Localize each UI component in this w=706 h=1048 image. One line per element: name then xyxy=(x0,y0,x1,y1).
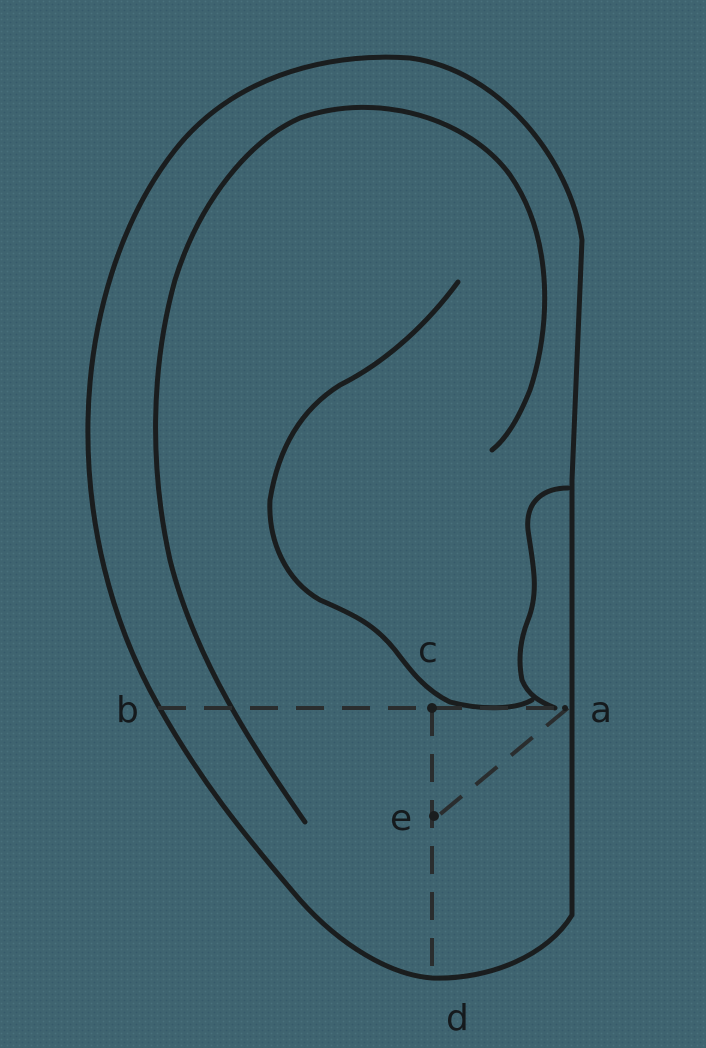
label-e: e xyxy=(390,798,412,839)
label-a: a xyxy=(590,690,612,731)
point-c-intersection xyxy=(427,703,437,713)
label-c: c xyxy=(418,630,438,671)
point-e xyxy=(429,811,439,821)
label-d: d xyxy=(446,998,469,1039)
label-b: b xyxy=(116,690,139,731)
point-a xyxy=(562,705,568,711)
